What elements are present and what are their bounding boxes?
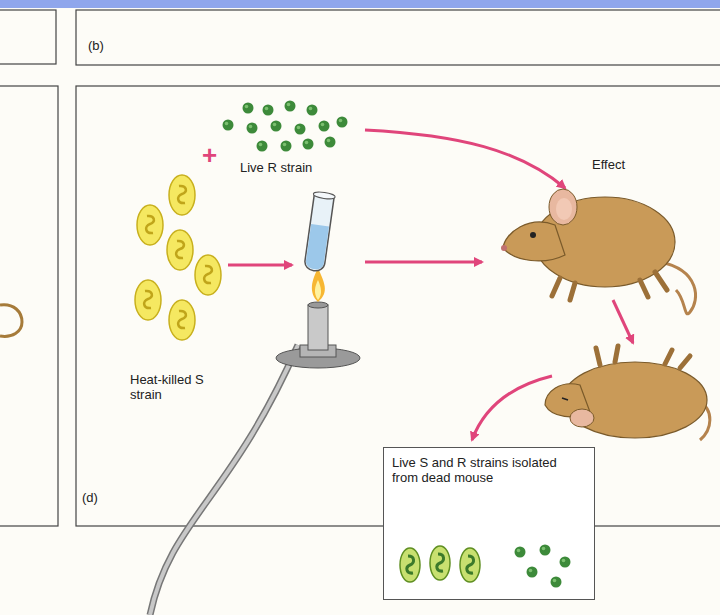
panel-label: (b) [88,38,104,53]
panel-label: Heat-killed S strain [130,372,225,402]
box-text: Live S and R strains isolated from dead … [384,448,594,492]
panel-label: Live R strain [240,160,312,175]
panel-label: Effect [592,157,625,172]
result-box: Live S and R strains isolated from dead … [383,447,595,600]
plus-sign: + [202,140,217,170]
panel-label: (d) [82,490,98,505]
